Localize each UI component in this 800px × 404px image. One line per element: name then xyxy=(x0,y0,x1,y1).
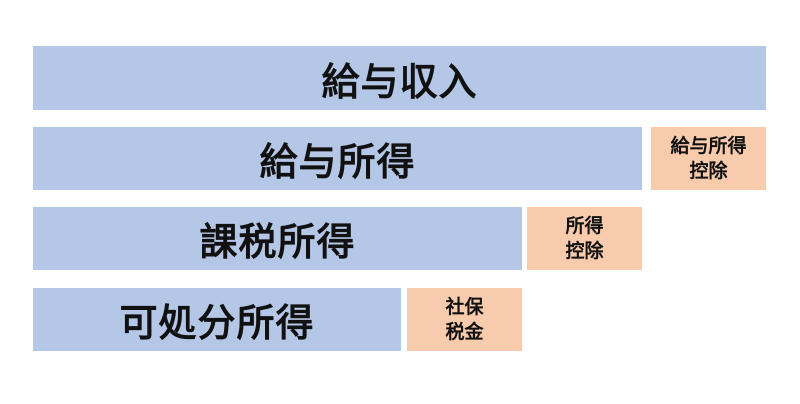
income-deduction-line2: 控除 xyxy=(565,239,604,262)
social-insurance-tax-line1: 社保 xyxy=(445,295,484,318)
salary-income-label: 給与収入 xyxy=(321,59,478,104)
employment-income-block: 給与所得 xyxy=(33,127,642,190)
disposable-income-label: 可処分所得 xyxy=(119,301,315,345)
income-deduction-block: 所得 控除 xyxy=(527,207,642,270)
taxable-income-block: 課税所得 xyxy=(33,207,522,270)
income-deduction-line1: 所得 xyxy=(565,214,604,237)
taxable-income-label: 課税所得 xyxy=(199,220,356,264)
social-insurance-tax-block: 社保 税金 xyxy=(407,288,522,351)
employment-income-label: 給与所得 xyxy=(259,140,416,184)
salary-income-block: 給与収入 xyxy=(33,46,766,110)
employment-income-deduction-line1: 給与所得 xyxy=(670,134,747,157)
employment-income-deduction-block: 給与所得 控除 xyxy=(651,127,766,190)
social-insurance-tax-line2: 税金 xyxy=(445,320,484,343)
employment-income-deduction-line2: 控除 xyxy=(689,159,728,182)
disposable-income-block: 可処分所得 xyxy=(33,288,401,351)
